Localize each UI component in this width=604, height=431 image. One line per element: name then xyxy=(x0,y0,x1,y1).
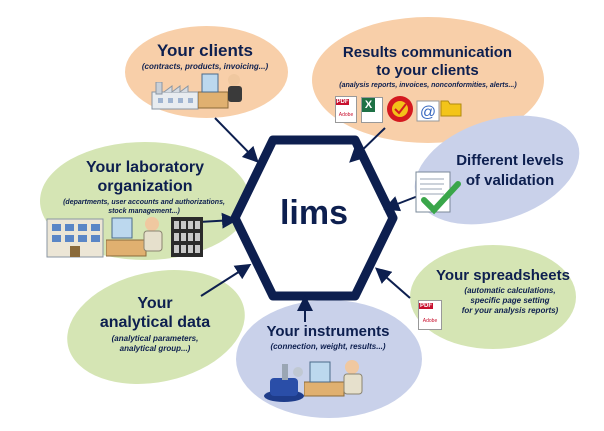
instrument-computer-icon xyxy=(304,360,363,397)
pdf-icon-label: PDF xyxy=(336,99,349,105)
building-icon xyxy=(46,218,104,258)
arrow-results xyxy=(349,127,386,163)
arrow-analytical xyxy=(200,263,252,297)
clients-subtitle: (contracts, products, invoicing...) xyxy=(141,62,269,71)
spreadsheet-pdf-label: PDF xyxy=(419,303,433,309)
excel-icon: X xyxy=(361,97,383,123)
arrow-clients xyxy=(214,117,259,163)
arrow-lab xyxy=(198,212,238,229)
spreadsheets-subtitle-line2: specific page setting xyxy=(470,296,550,305)
lab-title-line2: organization xyxy=(97,178,193,195)
adobe-label: Adobe xyxy=(338,112,354,118)
instruments-subtitle: (connection, weight, results...) xyxy=(270,342,386,351)
results-title-line1: Results communication xyxy=(342,44,513,61)
spreadsheets-bubble xyxy=(410,245,576,349)
analytical-title-line1: Your xyxy=(137,295,173,312)
email-icon: @ xyxy=(416,100,440,122)
spreadsheets-title: Your spreadsheets xyxy=(436,267,570,284)
instruments-title: Your instruments xyxy=(266,323,390,340)
spreadsheet-pdf-icon: PDF Adobe xyxy=(418,300,442,330)
report-badge-icon xyxy=(387,96,413,122)
analytical-subtitle-line2: analytical group...) xyxy=(119,344,191,353)
lab-title-line1: Your laboratory xyxy=(86,159,204,176)
email-at-sign: @ xyxy=(420,104,436,121)
lab-subtitle-line2: stock management...) xyxy=(108,208,180,215)
results-title-line2: to your clients xyxy=(376,62,479,79)
folder-icon xyxy=(440,100,462,117)
arrow-validation xyxy=(383,195,419,212)
client-computer-icon xyxy=(198,73,242,109)
stock-shelf-icon xyxy=(171,217,203,257)
lab-subtitle-line1: (departments, user accounts and authoriz… xyxy=(63,199,225,206)
clients-title: Your clients xyxy=(156,41,254,60)
instrument-device-icon xyxy=(264,364,304,402)
analytical-subtitle-line1: (analytical parameters, xyxy=(111,334,199,343)
spreadsheets-subtitle-line1: (automatic calculations, xyxy=(464,286,556,295)
center-label: lims xyxy=(279,194,349,232)
results-subtitle: (analysis reports, invoices, nonconformi… xyxy=(339,82,517,89)
arrow-spreadsheets xyxy=(374,267,411,299)
validation-title-line2: of validation xyxy=(465,172,555,189)
analytical-title-line2: analytical data xyxy=(99,314,211,331)
validation-check-icon xyxy=(415,171,461,215)
spreadsheets-subtitle-line3: for your analysis reports) xyxy=(461,306,559,315)
validation-title-line1: Different levels xyxy=(456,152,564,169)
pdf-icon: PDF Adobe xyxy=(335,96,357,123)
lab-computer-icon xyxy=(106,217,163,257)
excel-icon-label: X xyxy=(362,98,375,112)
factory-icon xyxy=(151,82,199,110)
spreadsheet-adobe-label: Adobe xyxy=(422,318,438,324)
